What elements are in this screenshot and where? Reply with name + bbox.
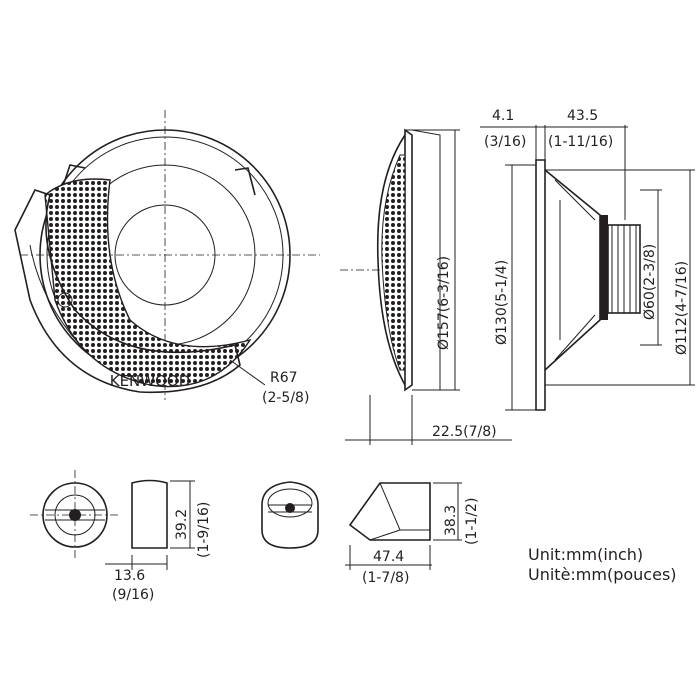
tweeter-height-label: 39.2	[174, 509, 190, 540]
cutout-label: Ø130(5-1/4)	[494, 260, 510, 345]
flange-label: 4.1	[492, 108, 514, 124]
mount-height-label: 38.3	[443, 505, 459, 536]
flange-inch-label: (3/16)	[484, 134, 526, 150]
mount-width-label: 47.4	[373, 549, 404, 565]
tweeter-depth-label: 13.6	[114, 568, 145, 584]
depth-label: 22.5(7/8)	[432, 424, 497, 440]
tweeter-views: 13.6 (9/16) 39.2 (1-9/16)	[30, 470, 212, 603]
woofer-rear-view: 4.1 (3/16) 43.5 (1-11/16) Ø130(5-1/4) Ø6…	[480, 108, 695, 411]
tweeter-mount-views: 47.4 (1-7/8) 38.3 (1-1/2)	[261, 481, 480, 586]
unit-label-en: Unit:mm(inch)	[528, 545, 643, 564]
frame-diameter-label: Ø112(4-7/16)	[674, 261, 690, 355]
mount-depth-label: 43.5	[567, 108, 598, 124]
mount-width-inch-label: (1-7/8)	[362, 570, 409, 586]
radius-label: R67	[270, 370, 298, 386]
mount-height-inch-label: (1-1/2)	[464, 498, 480, 545]
tweeter-depth-inch-label: (9/16)	[112, 587, 154, 603]
diameter-label: Ø157(6-3/16)	[436, 256, 452, 350]
tweeter-height-inch-label: (1-9/16)	[196, 502, 212, 558]
mount-depth-inch-label: (1-11/16)	[548, 134, 613, 150]
radius-inch-label: (2-5/8)	[262, 390, 309, 406]
woofer-front-view: KENWOOD R67 (2-5/8)	[14, 110, 320, 406]
magnet-diameter-label: Ø60(2-3/8)	[642, 244, 658, 320]
brand-logo: KENWOOD	[110, 372, 191, 390]
unit-label-fr: Unitè:mm(pouces)	[528, 565, 677, 584]
woofer-side-view: Ø157(6-3/16) 22.5(7/8)	[340, 128, 512, 445]
